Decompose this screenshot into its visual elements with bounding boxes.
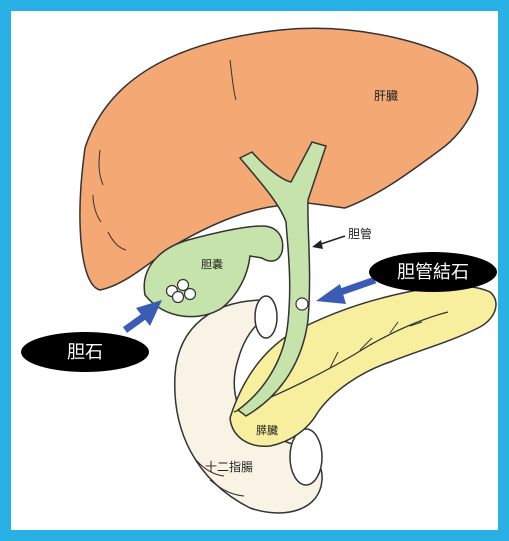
liver-label: 肝臓: [374, 89, 398, 103]
bile-duct-pointer-head: [312, 240, 323, 249]
duodenum-upper-opening: [255, 296, 277, 338]
bile-duct-label: 胆管: [348, 226, 372, 241]
bile-duct-stone-arrow-head: [316, 284, 346, 304]
duodenum-lower-opening: [290, 429, 322, 485]
gallstone-callout-label: 胆石: [67, 342, 103, 363]
gallbladder-label: 胆嚢: [201, 257, 223, 271]
pancreas-label: 膵臓: [256, 424, 278, 437]
duodenum-label: 十二指腸: [205, 459, 253, 474]
bile-duct-stone-callout-label: 胆管結石: [397, 262, 469, 283]
bile-duct-stone: [296, 298, 308, 310]
